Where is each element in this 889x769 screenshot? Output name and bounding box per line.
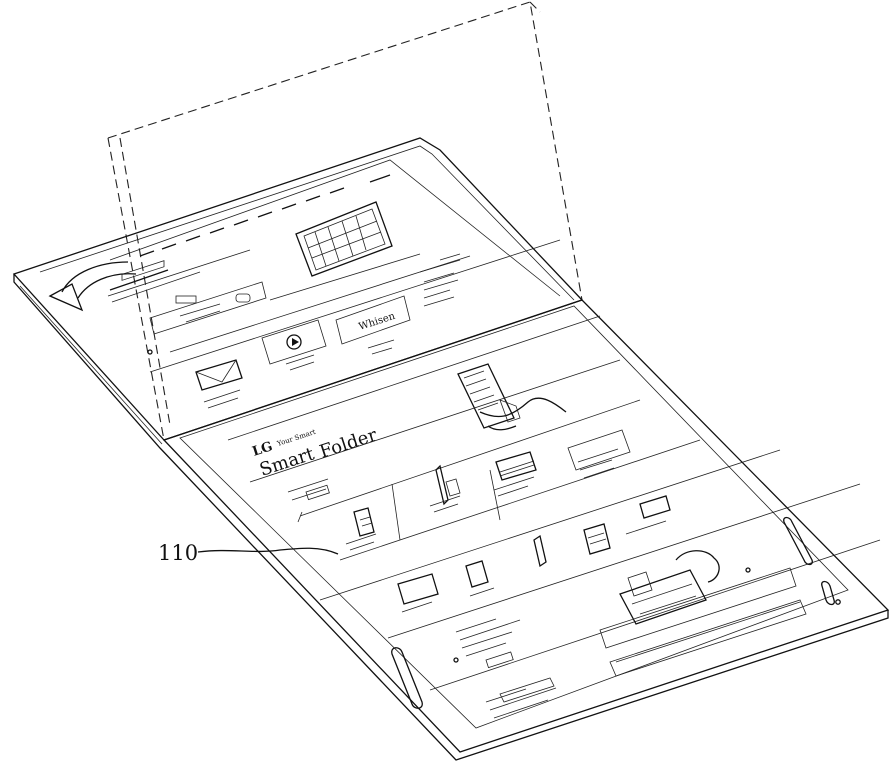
- sensor-icon: [745, 567, 751, 573]
- hand-phone-illustration: [457, 363, 567, 431]
- bottom-slot-icon: [391, 647, 423, 709]
- folder-product: [495, 451, 537, 481]
- svg-text:Whisen: Whisen: [358, 311, 398, 333]
- oven-product: [639, 495, 671, 519]
- nav-tab: [233, 219, 249, 226]
- nav-tab: [329, 187, 345, 194]
- top-right-text-block: Whisen: [269, 253, 461, 355]
- sensor-icon: [453, 657, 459, 663]
- product-row-3: [319, 449, 781, 625]
- sensor-icon: [835, 599, 841, 605]
- video-block: [261, 319, 327, 371]
- lower-sections: [387, 483, 881, 719]
- hardware-details: [147, 349, 841, 709]
- brand-logo: LG: [251, 439, 275, 460]
- nav-tab-row: [139, 174, 391, 257]
- right-slot-icon: [783, 516, 813, 566]
- play-circle-icon: [286, 334, 302, 350]
- nav-tab: [305, 195, 321, 202]
- button-icon: [821, 580, 835, 606]
- product-row-2: [297, 439, 701, 568]
- reference-callout: 110: [158, 541, 339, 565]
- nav-tab: [209, 227, 225, 234]
- nav-tab: [185, 235, 201, 242]
- product-row-1: [299, 399, 641, 541]
- folded-panel-outline: [107, 1, 583, 441]
- leader-line: [197, 547, 339, 555]
- nav-tab: [161, 243, 177, 250]
- curved-arrow-left-icon: [48, 261, 137, 312]
- envelope-illustration: [195, 359, 243, 409]
- vacuum-product: [435, 464, 449, 506]
- device-body: [12, 137, 889, 761]
- tablet-illustration: [295, 201, 393, 277]
- nav-tab: [257, 211, 273, 218]
- sensor-icon: [147, 349, 153, 355]
- reference-label: 110: [158, 541, 198, 565]
- tv-product: [397, 573, 439, 605]
- nav-tab: [281, 203, 297, 210]
- top-left-text-block: [107, 249, 267, 335]
- kitchen-illustration: [619, 569, 707, 625]
- washer-product: [583, 523, 611, 555]
- fridge-product: [353, 507, 375, 537]
- top-panel-content: Whisen: [48, 174, 561, 409]
- nav-tab: [139, 250, 155, 257]
- nav-tab: [369, 174, 391, 183]
